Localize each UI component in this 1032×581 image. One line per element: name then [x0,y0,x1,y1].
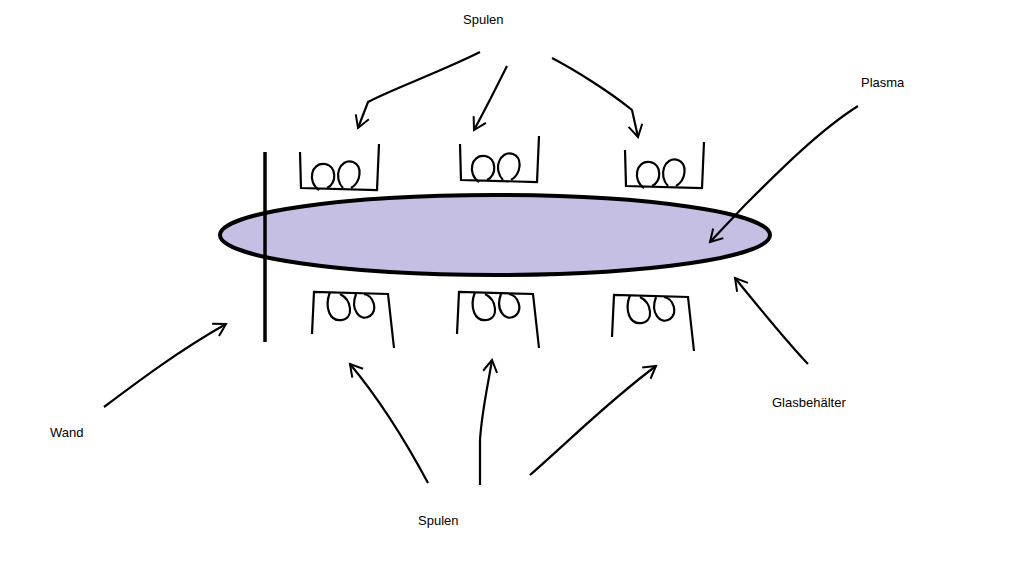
coil [460,136,539,182]
label: Wand [50,425,83,441]
coil [625,142,704,188]
plasma-ellipse [220,195,770,275]
label: Plasma [861,75,904,91]
label: Spulen [418,513,458,529]
coil [300,144,379,190]
coil [612,295,694,351]
label: Glasbehälter [772,395,846,411]
leader-lines [104,52,858,485]
coil [312,292,394,348]
wall-line [263,152,267,342]
coil [457,292,539,348]
label: Spulen [463,12,503,28]
